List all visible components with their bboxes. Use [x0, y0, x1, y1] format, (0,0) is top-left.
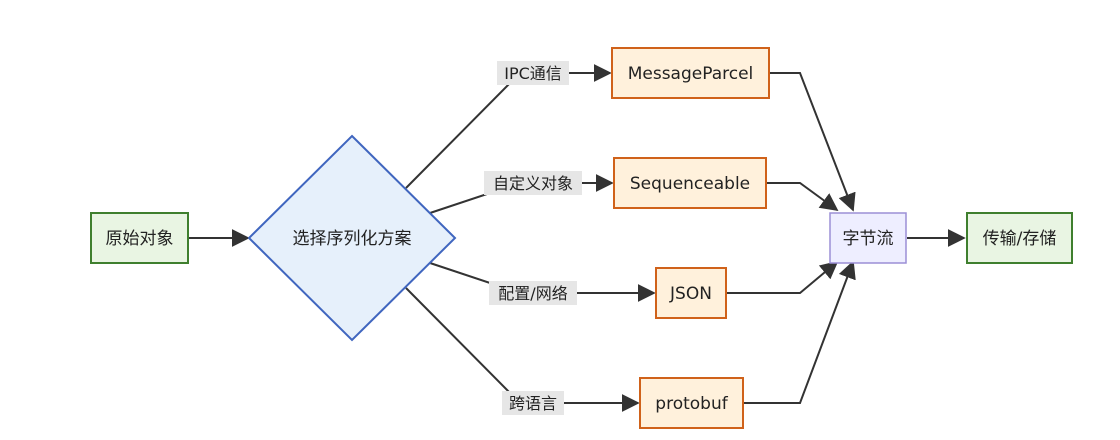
node-source-label: 原始对象	[106, 229, 174, 249]
node-bytestream-label: 字节流	[843, 229, 894, 249]
edge-decision-to-messageparcel	[405, 64, 612, 189]
edge-label-cross: 跨语言	[502, 391, 564, 415]
node-protobuf: protobuf	[639, 377, 744, 429]
node-sequenceable-label: Sequenceable	[630, 174, 750, 194]
node-bytestream: 字节流	[829, 212, 907, 264]
node-messageparcel-label: MessageParcel	[628, 64, 754, 84]
node-sequenceable: Sequenceable	[613, 157, 767, 209]
edge-label-cross-text: 跨语言	[509, 394, 557, 413]
node-decision-label: 选择序列化方案	[293, 229, 412, 249]
edge-label-config: 配置/网络	[489, 281, 577, 305]
edge-label-custom-text: 自定义对象	[493, 174, 573, 193]
node-target-label: 传输/存储	[983, 229, 1057, 249]
edge-label-config-text: 配置/网络	[498, 284, 567, 303]
edge-label-custom: 自定义对象	[484, 171, 582, 195]
node-json-label: JSON	[669, 284, 712, 304]
node-protobuf-label: protobuf	[655, 394, 728, 414]
edge-protobuf-to-bytestream	[744, 260, 856, 404]
node-messageparcel: MessageParcel	[611, 47, 770, 99]
edge-sequenceable-to-bytestream	[767, 182, 839, 212]
edge-label-ipc: IPC通信	[497, 61, 569, 85]
edge-label-ipc-text: IPC通信	[504, 64, 562, 83]
edge-messageparcel-to-bytestream	[770, 72, 856, 212]
edge-decision-to-protobuf	[405, 287, 640, 412]
edge-json-to-bytestream	[727, 260, 839, 294]
node-source: 原始对象	[90, 212, 189, 264]
node-json: JSON	[655, 267, 727, 319]
node-target: 传输/存储	[966, 212, 1073, 264]
node-decision: 选择序列化方案	[247, 134, 457, 342]
